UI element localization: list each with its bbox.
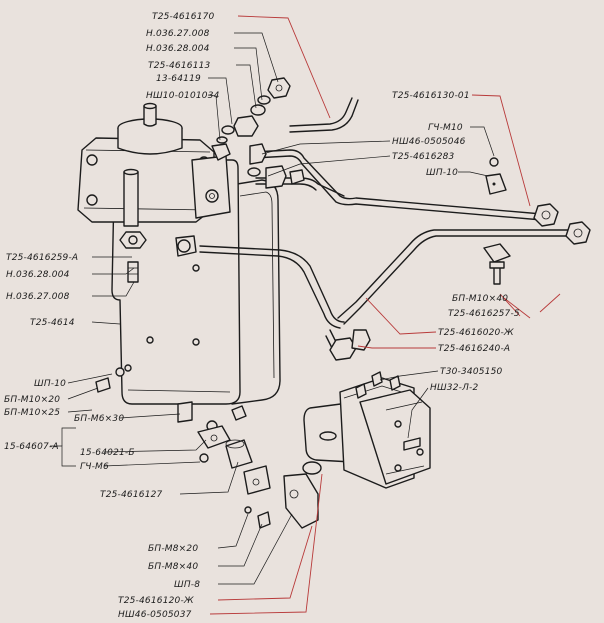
hydraulic-pump: [303, 371, 431, 489]
hydraulic-tank: [77, 102, 281, 405]
label-t30-3405150: Т30-3405150: [440, 367, 503, 377]
lower-parts: [177, 401, 322, 529]
label-13-64119: 13-64119: [156, 74, 201, 84]
label-bp-m6x30: БП-М6×30: [74, 414, 124, 424]
label-t25-4616259-a: Т25-4616259-А: [6, 253, 78, 263]
label-t25-4616283: Т25-4616283: [392, 152, 455, 162]
pipe-end-nuts: [329, 203, 591, 361]
label-bp-m10x25: БП-М10×25: [4, 408, 60, 418]
pipe-lines: [199, 97, 575, 359]
label-t25-4616130-01: Т25-4616130-01: [392, 91, 470, 101]
label-shp-10-left: ШП-10: [34, 379, 66, 389]
label-nsh32-l-2: НШ32-Л-2: [430, 383, 479, 393]
label-n036-27-008: Н.036.27.008: [6, 292, 70, 302]
label-t25-4616120-zh: Т25-4616120-Ж: [118, 596, 194, 606]
label-t25-4616020-zh: Т25-4616020-Ж: [438, 328, 514, 338]
label-n036-28-004-top: Н.036.28.004: [146, 44, 210, 54]
label-bp-m8x40: БП-М8×40: [148, 562, 198, 572]
label-t25-4616113: Т25-4616113: [148, 61, 211, 71]
label-n036-27-008-top: Н.036.27.008: [146, 29, 210, 39]
label-gch-m6: ГЧ-М6: [80, 462, 109, 472]
label-bp-m10x40: БП-М10×40: [452, 294, 508, 304]
label-nsh46-0505046: НШ46-0505046: [392, 137, 466, 147]
right-hardware: [483, 157, 511, 285]
label-shp-10-right: ШП-10: [426, 168, 458, 178]
label-t25-4616170: Т25-4616170: [152, 12, 215, 22]
label-bp-m10x20: БП-М10×20: [4, 395, 60, 405]
part-labels: Т25-4616170 Н.036.27.008 Н.036.28.004 Т2…: [4, 12, 520, 620]
label-15-64021-b: 15-64021-Б: [80, 448, 135, 458]
left-hardware: [95, 367, 125, 393]
label-nsh46-0505037: НШ46-0505037: [118, 610, 192, 620]
label-nsh10-0101034: НШ10-0101034: [146, 91, 220, 101]
label-t25-4616257-5: Т25-4616257-5: [448, 309, 520, 319]
label-t25-4614: Т25-4614: [30, 318, 75, 328]
label-t25-4616127: Т25-4616127: [100, 490, 163, 500]
label-15-64607-a: 15-64607-А: [4, 442, 59, 452]
label-bp-m8x20: БП-М8×20: [148, 544, 198, 554]
leader-lines: [50, 15, 561, 615]
label-gch-m10: ГЧ-М10: [428, 123, 463, 133]
top-fitting-stack: [211, 77, 305, 189]
label-n036-28-004: Н.036.28.004: [6, 270, 70, 280]
label-shp-8: ШП-8: [174, 580, 200, 590]
label-t25-4616240-a: Т25-4616240-А: [438, 344, 510, 354]
